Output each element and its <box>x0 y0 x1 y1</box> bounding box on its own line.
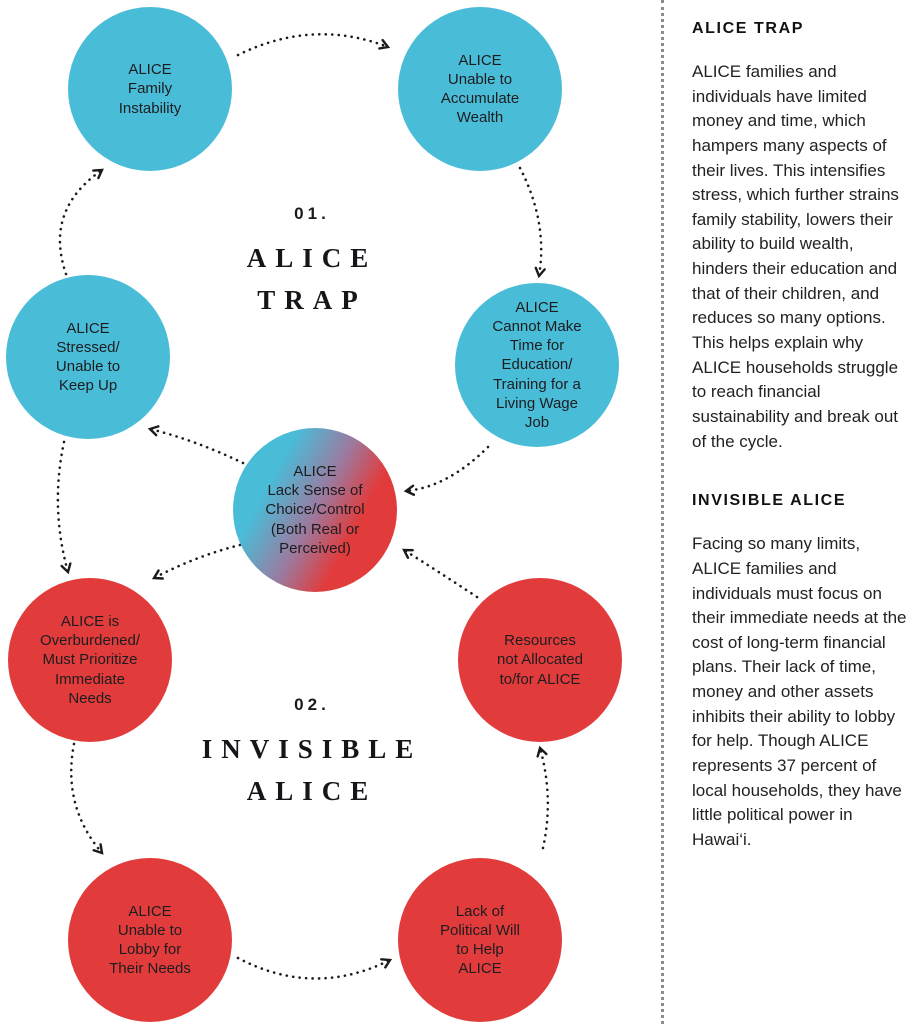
arrow-center-to-stressed <box>147 425 245 465</box>
sidebar-heading-invisible-alice: INVISIBLE ALICE <box>692 492 847 510</box>
sidebar: ALICE TRAP ALICE families and individual… <box>692 20 908 891</box>
node-political-will: Lack of Political Will to Help ALICE <box>398 858 562 1022</box>
node-education-time: ALICE Cannot Make Time for Education/ Tr… <box>455 283 619 447</box>
arrow-center-to-overburdened <box>151 543 242 580</box>
sidebar-section-alice-trap: ALICE TRAP ALICE families and individual… <box>692 20 908 454</box>
arrow-education-to-center <box>403 445 490 496</box>
node-resources: Resources not Allocated to/for ALICE <box>458 578 622 742</box>
dotted-divider <box>661 0 664 1024</box>
arrow-overburdened-to-lobby <box>70 742 104 855</box>
sidebar-section-invisible-alice: INVISIBLE ALICE Facing so many limits, A… <box>692 492 908 852</box>
arrow-wealth-to-education <box>518 166 546 279</box>
node-accumulate-wealth: ALICE Unable to Accumulate Wealth <box>398 7 562 171</box>
alice-cycle-diagram: 01. ALICE TRAP 02. INVISIBLE ALICE ALICE… <box>6 7 622 1022</box>
cycle-2-label: 02. INVISIBLE ALICE <box>160 695 464 813</box>
arrow-stressed-to-overburdened <box>56 440 72 575</box>
sidebar-heading-alice-trap: ALICE TRAP <box>692 20 804 37</box>
sidebar-body-invisible-alice: Facing so many limits, ALICE families an… <box>692 534 907 849</box>
arrow-lobby-to-political-will <box>236 956 393 980</box>
node-family-instability: ALICE Family Instability <box>68 7 232 171</box>
node-overburdened: ALICE is Overburdened/ Must Prioritize I… <box>8 578 172 742</box>
cycle-arrows <box>56 32 550 980</box>
cycle-2-number: 02. <box>294 695 330 714</box>
cycle-1-label: 01. ALICE TRAP <box>160 204 464 322</box>
arrow-political-will-to-resources <box>536 745 550 850</box>
node-choice-control: ALICE Lack Sense of Choice/Control (Both… <box>233 428 397 592</box>
node-stressed: ALICE Stressed/ Unable to Keep Up <box>6 275 170 439</box>
arrow-instability-to-wealth <box>236 32 391 57</box>
cycle-1-title: ALICE TRAP <box>246 243 378 315</box>
cycle-1-number: 01. <box>294 204 330 223</box>
arrow-stressed-to-instability <box>58 168 104 276</box>
arrow-resources-to-center <box>402 548 479 599</box>
cycle-2-title: INVISIBLE ALICE <box>201 734 423 806</box>
node-lobby: ALICE Unable to Lobby for Their Needs <box>68 858 232 1022</box>
sidebar-body-alice-trap: ALICE families and individuals have limi… <box>692 62 899 451</box>
